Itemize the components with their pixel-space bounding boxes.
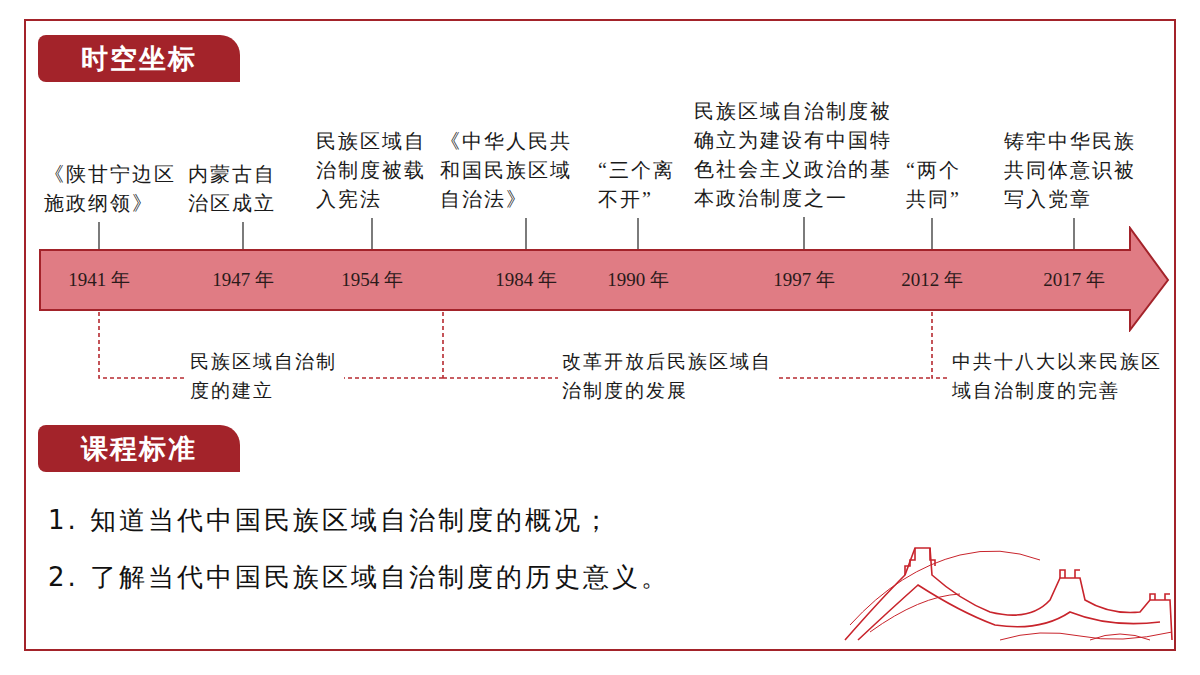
year-label: 1954 年 (341, 267, 403, 293)
year-label: 1984 年 (495, 267, 557, 293)
event-text: 民族区域自治制度被载入宪法 (316, 127, 434, 214)
timeline-arrow: 1941 年 1947 年 1954 年 1984 年 1990 年 1997 年 2012… (38, 226, 1172, 332)
event-text: 民族区域自治制度被确立为建设有中国特色社会主义政治的基本政治制度之一 (694, 97, 899, 213)
event-text: 铸牢中华民族共同体意识被写入党章 (1004, 127, 1144, 214)
year-label: 1941 年 (68, 267, 130, 293)
period-label: 中共十八大以来民族区域自治制度的完善 (948, 348, 1166, 405)
tab-title: 课程标准 (81, 431, 197, 467)
standard-item: 2. 了解当代中国民族区域自治制度的历史意义。 (48, 560, 670, 595)
event-text: 内蒙古自治区成立 (188, 160, 288, 218)
section-tab: 时空坐标 (38, 35, 240, 82)
tick-lines (99, 217, 1074, 250)
arrow-shape (38, 226, 1172, 332)
tick-line (803, 217, 804, 250)
standard-item: 1. 知道当代中国民族区域自治制度的概况； (48, 503, 612, 538)
event-text: 《陕甘宁边区施政纲领》 (44, 160, 184, 218)
year-label: 2012 年 (901, 267, 963, 293)
tick-line (637, 218, 638, 250)
event-text: “两个共同” (906, 156, 976, 214)
tick-line (525, 218, 526, 250)
period-label: 改革开放后民族区域自治制度的发展 (558, 348, 776, 405)
year-label: 1990 年 (607, 267, 669, 293)
slide-border (25, 20, 1175, 650)
tick-line (1073, 218, 1074, 250)
year-label: 1997 年 (773, 267, 835, 293)
tick-line (242, 222, 243, 250)
year-label: 2017 年 (1043, 267, 1105, 293)
event-text: 《中华人民共和国民族区域自治法》 (440, 127, 590, 214)
arrow-path (40, 228, 1168, 330)
tick-line (98, 222, 99, 250)
tab-title: 时空坐标 (81, 41, 197, 77)
great-wall-illustration (845, 548, 1172, 640)
year-label: 1947 年 (212, 267, 274, 293)
period-label: 民族区域自治制度的建立 (186, 348, 344, 405)
event-text: “三个离不开” (598, 156, 688, 214)
tick-line (371, 218, 372, 250)
tick-line (931, 218, 932, 250)
section-tab: 课程标准 (38, 425, 240, 472)
